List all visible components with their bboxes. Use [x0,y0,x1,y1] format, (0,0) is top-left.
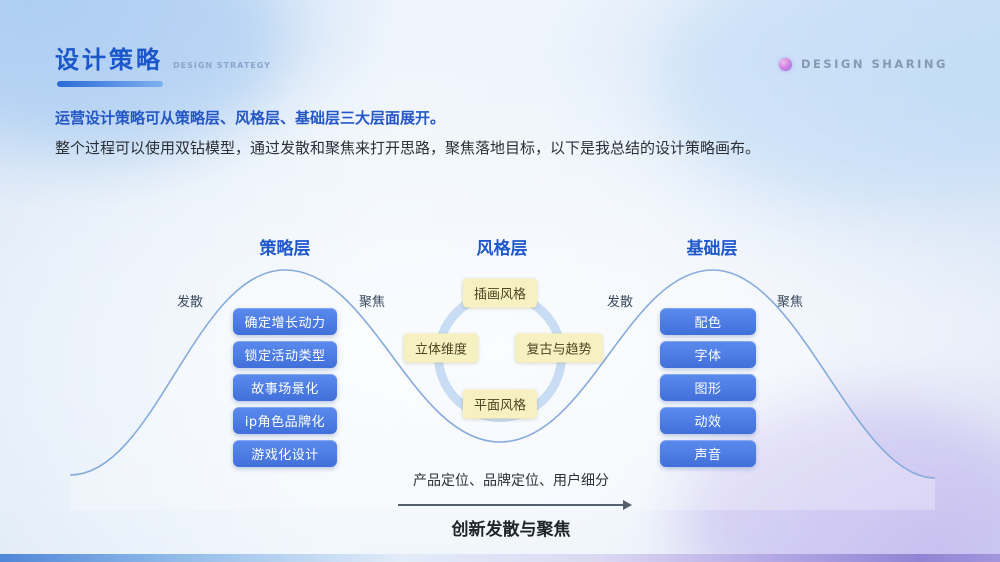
intro-line-2: 整个过程可以使用双钻模型，通过发散和聚焦来打开思路，聚焦落地目标，以下是我总结的… [55,139,761,157]
strategy-item: 锁定活动类型 [233,341,337,368]
style-tag-bottom: 平面风格 [462,389,538,419]
column-title-strategy: 策略层 [259,239,311,259]
arrow-line [398,504,624,506]
header: 设计策略 DESIGN STRATEGY [55,48,271,72]
foundation-item: 声音 [660,440,756,467]
style-tag-right: 复古与趋势 [515,333,603,363]
strategy-item: ip角色品牌化 [233,407,337,434]
page-title: 设计策略 [55,46,163,74]
flow-label-diverge-2: 发散 [606,295,633,310]
foundation-item: 图形 [660,374,756,401]
column-title-foundation: 基础层 [686,239,738,259]
foundation-item: 动效 [660,407,756,434]
strategy-item: 游戏化设计 [233,440,337,467]
sphere-icon [778,57,792,71]
bottom-arrow-label: 创新发散与聚焦 [451,520,571,540]
foundation-item-list: 配色 字体 图形 动效 声音 [660,308,756,467]
flow-label-diverge-1: 发散 [176,295,203,310]
brand: DESIGN SHARING [778,57,948,71]
foundation-item: 字体 [660,341,756,368]
column-title-style: 风格层 [476,239,528,259]
style-tag-left: 立体维度 [403,333,479,363]
arrow-head-icon [623,500,632,510]
brand-label: DESIGN SHARING [800,57,948,71]
flow-label-focus-2: 聚焦 [776,295,803,310]
page-subtitle: DESIGN STRATEGY [173,61,271,70]
bottom-caption: 产品定位、品牌定位、用户细分 [413,473,609,489]
foundation-item: 配色 [660,308,756,335]
title-underline [57,81,163,87]
intro-line-1: 运营设计策略可从策略层、风格层、基础层三大层面展开。 [55,109,446,127]
strategy-item: 故事场景化 [233,374,337,401]
footer-gradient-bar [0,554,1000,562]
flow-label-focus-1: 聚焦 [358,295,385,310]
style-tag-top: 插画风格 [462,278,538,308]
strategy-item: 确定增长动力 [233,308,337,335]
strategy-item-list: 确定增长动力 锁定活动类型 故事场景化 ip角色品牌化 游戏化设计 [233,308,337,467]
